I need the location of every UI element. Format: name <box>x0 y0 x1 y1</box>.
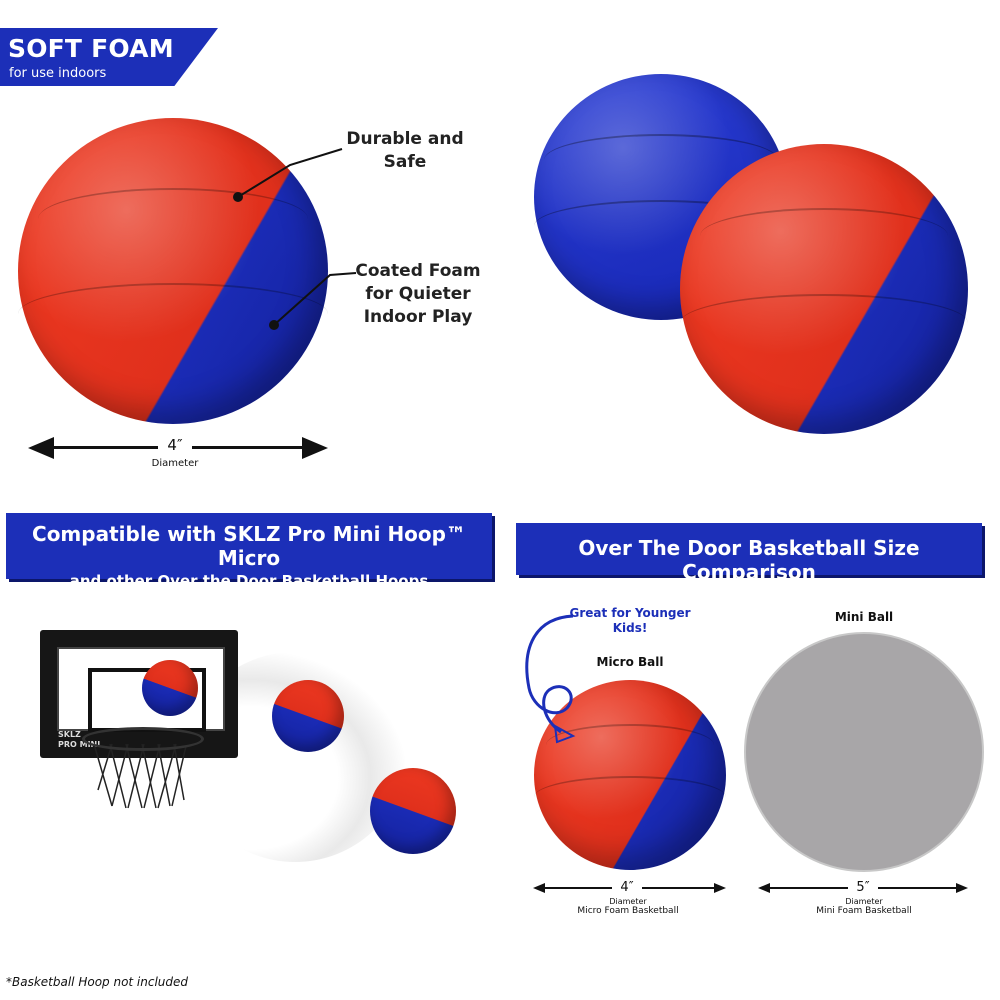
younger-kids-note: Great for Younger Kids! <box>569 606 691 635</box>
red-blue-ball-image <box>680 144 968 434</box>
mini-diameter-value: 5″ <box>848 880 878 895</box>
micro-arrow-right-icon <box>714 883 726 893</box>
micro-ball-image <box>534 680 726 870</box>
hoop-rim <box>82 727 204 751</box>
size-comparison-banner: Over The Door Basketball Size Comparison <box>516 523 982 584</box>
hoop-brand-label: SKLZ PRO MINI <box>58 730 101 749</box>
mini-diameter-caption: Mini Foam Basketball <box>816 906 912 916</box>
diameter-value: 4″ <box>158 436 192 454</box>
micro-diameter-caption: Micro Foam Basketball <box>577 906 679 916</box>
curved-pointer-arrow-icon <box>525 614 576 744</box>
size-comparison-title: Over The Door Basketball Size Comparison <box>578 536 920 584</box>
hoop-net <box>93 743 187 809</box>
mini-ball-image <box>744 632 984 872</box>
main-ball-image <box>18 118 328 424</box>
durable-safe-callout: Durable and Safe <box>346 129 464 172</box>
ball-in-flight-1 <box>272 680 344 752</box>
micro-diameter-unit: Diameter <box>609 897 647 906</box>
mini-ball-label: Mini Ball <box>834 610 894 624</box>
mini-arrow-left-icon <box>758 883 770 893</box>
coated-foam-callout: Coated Foam for Quieter Indoor Play <box>355 261 481 327</box>
diameter-label: Diameter <box>151 458 199 469</box>
micro-arrow-left-icon <box>533 883 545 893</box>
mini-arrow-right-icon <box>956 883 968 893</box>
mini-diameter-unit: Diameter <box>845 897 883 906</box>
compatible-subtitle: and other Over the Door Basketball Hoops <box>69 572 429 590</box>
ball-in-flight-2 <box>370 768 456 854</box>
arrow-right-icon <box>302 437 328 459</box>
micro-diameter-value: 4″ <box>612 880 642 895</box>
compatible-title: Compatible with SKLZ Pro Mini Hoop™ Micr… <box>32 522 466 570</box>
arrow-left-icon <box>28 437 54 459</box>
ball-in-hoop <box>142 660 198 716</box>
compatible-banner: Compatible with SKLZ Pro Mini Hoop™ Micr… <box>6 513 492 590</box>
banner-title: SOFT FOAM <box>8 34 174 63</box>
hoop-not-included-footnote: *Basketball Hoop not included <box>6 975 189 989</box>
banner-subtitle: for use indoors <box>9 66 107 81</box>
callout-lines <box>233 148 357 330</box>
micro-ball-label: Micro Ball <box>596 655 664 669</box>
